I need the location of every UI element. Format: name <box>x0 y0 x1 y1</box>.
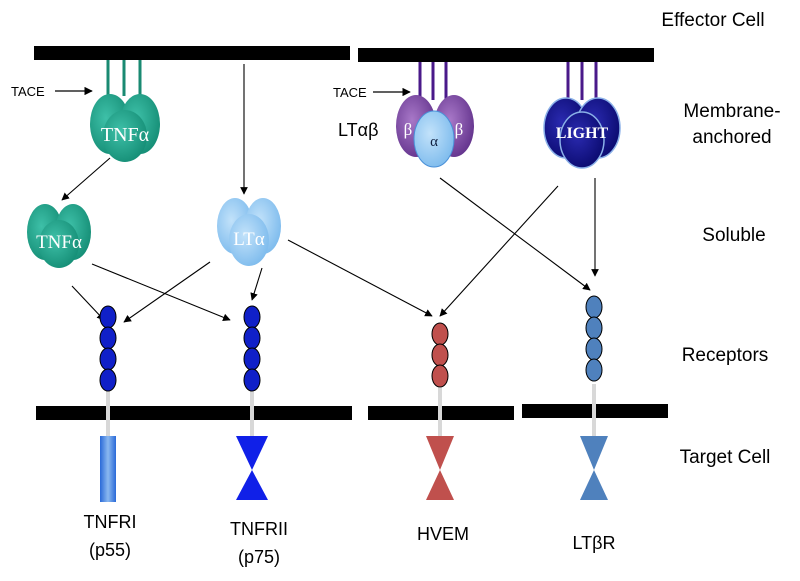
tnfri-domain-4 <box>99 368 117 392</box>
light-membrane-ligand: LIGHT <box>543 62 621 169</box>
hvem-name-label: HVEM <box>417 524 469 544</box>
hvem-receptor <box>426 322 454 500</box>
tnfri-domain-3 <box>99 347 117 371</box>
arrow-tnfa-to-tnfri <box>71 285 105 321</box>
ltbr-domain-1 <box>585 295 603 319</box>
ltab-membrane-ligand: β β α <box>396 62 474 168</box>
binding-arrows <box>61 64 599 323</box>
tnfri-subtitle-label: (p55) <box>89 540 131 560</box>
tnfrii-receptor <box>236 305 268 500</box>
arrow-lta-to-tnfrii <box>250 267 263 301</box>
lta-soluble-ligand: LTα <box>217 198 281 266</box>
ltab-alpha-subunit <box>413 110 455 168</box>
label-effector-cell: Effector Cell <box>661 10 764 31</box>
lta-soluble-label: LTα <box>233 229 264 250</box>
ltab-beta-right-label: β <box>455 120 464 139</box>
tace-label-right: TACE <box>333 85 367 100</box>
tnfrii-intracellular-domain <box>236 436 268 500</box>
arrow-tnfa-to-tnfrii <box>91 263 231 321</box>
label-target-cell: Target Cell <box>680 447 771 468</box>
tnfrii-domain-4 <box>243 368 261 392</box>
tnfri-receptor <box>99 305 117 502</box>
tnfri-domain-1 <box>99 305 117 329</box>
tnfrii-domain-1 <box>243 305 261 329</box>
hvem-domain-1 <box>431 322 449 346</box>
ltbr-intracellular-domain <box>580 436 608 500</box>
ltbr-domain-3 <box>585 337 603 361</box>
tnfrii-name-label: TNFRII <box>230 519 288 539</box>
lta-subunit-center <box>229 214 269 266</box>
tnfrii-domain-2 <box>243 326 261 350</box>
ltab-alpha-label: α <box>430 134 438 150</box>
ltbr-domain-2 <box>585 316 603 340</box>
ltbr-receptor <box>580 295 608 500</box>
arrow-lta-to-tnfri <box>123 261 211 323</box>
label-receptors: Receptors <box>682 345 769 366</box>
ltbr-name-label: LTβR <box>572 533 615 553</box>
arrow-tnfa-shedding <box>61 157 111 201</box>
ltab-beta-left-label: β <box>404 120 413 139</box>
effector-membrane-left <box>34 46 350 60</box>
tnfa-subunit-center <box>103 110 147 162</box>
light-label: LIGHT <box>556 125 609 142</box>
light-subunit-center <box>559 111 605 169</box>
label-membrane-anchored-line2: anchored <box>692 127 771 148</box>
tnfa-membrane-label: TNFα <box>101 124 150 146</box>
arrow-light-to-hvem <box>439 185 559 317</box>
tnfa-soluble-label: TNFα <box>36 232 82 253</box>
tnfa-soluble-ligand: TNFα <box>27 204 91 268</box>
tnfa-soluble-subunit-center <box>39 220 79 268</box>
tnfrii-subtitle-label: (p75) <box>238 547 280 567</box>
hvem-domain-2 <box>431 343 449 367</box>
hvem-domain-3 <box>431 364 449 388</box>
target-membrane-left <box>36 406 352 420</box>
label-soluble: Soluble <box>702 225 765 246</box>
label-membrane-anchored-line1: Membrane- <box>683 101 780 122</box>
arrow-lta-to-hvem <box>287 239 433 317</box>
effector-membrane-right <box>358 48 654 62</box>
tnfa-membrane-ligand: TNFα <box>90 60 160 162</box>
tnfri-name-label: TNFRI <box>84 512 137 532</box>
hvem-intracellular-domain <box>426 436 454 500</box>
tnfri-domain-2 <box>99 326 117 350</box>
tnfrii-domain-3 <box>243 347 261 371</box>
ltbr-domain-4 <box>585 358 603 382</box>
tace-label-left: TACE <box>11 84 45 99</box>
ltab-name-label: LTαβ <box>338 120 378 140</box>
tnfri-intracellular-domain <box>100 436 116 502</box>
